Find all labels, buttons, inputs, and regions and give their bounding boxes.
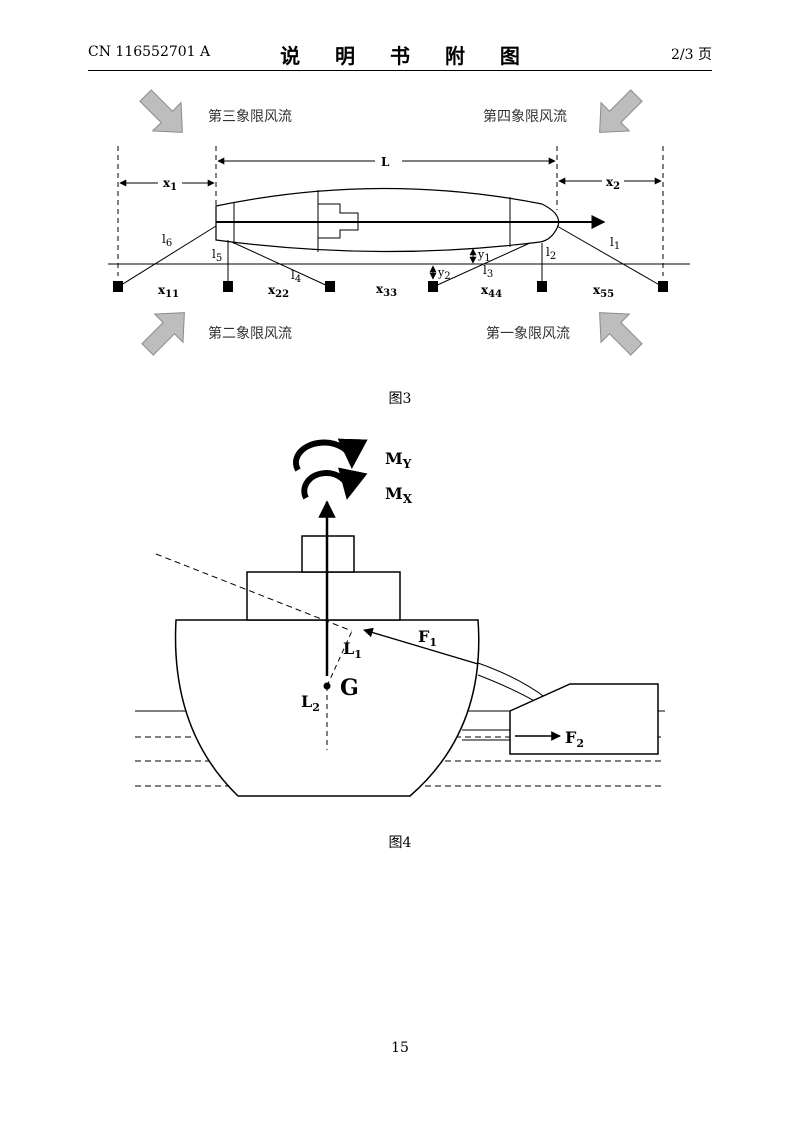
label-G: G <box>340 675 359 701</box>
wind-arrow-q2 <box>141 312 185 356</box>
tow-cable-upper <box>477 662 547 699</box>
lever-arm-L1 <box>326 630 353 687</box>
ground-anchors <box>113 281 668 292</box>
height-markers <box>429 248 477 280</box>
label-x44: x44 <box>481 283 502 300</box>
label-L1: L1 <box>343 639 362 661</box>
label-L2: L2 <box>301 692 320 714</box>
label-l3: l3 <box>483 263 493 280</box>
figure-4-caption: 图4 <box>388 835 412 851</box>
label-F1: F1 <box>418 627 437 649</box>
wind-arrow-q3 <box>139 89 183 133</box>
header-rule <box>88 70 712 71</box>
tether-lines <box>117 225 664 288</box>
tow-cable-lower <box>477 674 539 704</box>
label-x55: x55 <box>593 283 614 300</box>
page-indicator: 2/3 页 <box>671 47 712 63</box>
label-MX: MX <box>385 484 413 506</box>
label-F2: F2 <box>565 728 584 750</box>
label-MY: MY <box>385 449 412 471</box>
figure-3-caption: 图3 <box>388 391 412 407</box>
label-x22: x22 <box>268 283 289 300</box>
wind-arrow-q4 <box>599 89 643 133</box>
ship-deck-house <box>246 571 401 621</box>
moment-x-arrow <box>301 467 368 500</box>
label-y1: y1 <box>477 248 491 264</box>
force-line-dashed <box>155 553 353 632</box>
label-x1: x1 <box>163 176 177 193</box>
quadrant-4-label: 第四象限风流 <box>483 108 567 125</box>
quadrant-2-label: 第二象限风流 <box>208 325 292 342</box>
label-l4: l4 <box>291 268 301 285</box>
boundary-dashed-lines <box>117 146 664 276</box>
figure-3-diagram: 第三象限风流 第四象限风流 第二象限风流 第一象限风流 L x1 x2 <box>108 89 690 356</box>
label-L: L <box>381 155 390 169</box>
label-l5: l5 <box>212 247 222 264</box>
wind-arrow-q1 <box>599 312 643 356</box>
center-of-gravity <box>323 682 331 690</box>
airship-hull <box>215 187 560 253</box>
quadrant-3-label: 第三象限风流 <box>208 108 292 125</box>
patent-number: CN 116552701 A <box>88 44 211 60</box>
quadrant-1-label: 第一象限风流 <box>486 325 570 342</box>
force-F1-arrow <box>363 627 479 665</box>
label-x11: x11 <box>158 283 179 300</box>
label-x33: x33 <box>376 282 397 299</box>
label-l6: l6 <box>162 232 172 249</box>
label-l2: l2 <box>546 245 556 262</box>
page-number: 15 <box>391 1040 409 1056</box>
dimension-arrows <box>119 157 662 187</box>
label-y2: y2 <box>437 266 451 282</box>
moment-y-arrow <box>293 438 368 472</box>
label-l1: l1 <box>610 235 620 252</box>
label-x2: x2 <box>606 175 620 192</box>
page-title: 说 明 书 附 图 <box>280 44 534 68</box>
figure-4-diagram: MY MX F1 F2 L1 L2 G <box>135 438 665 797</box>
